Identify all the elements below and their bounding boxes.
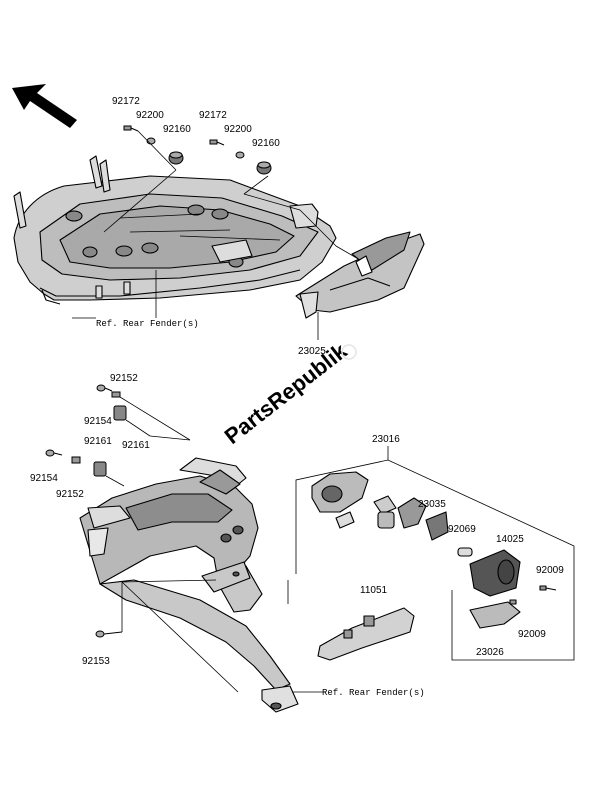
label-23035: 23035 [418, 499, 446, 510]
tail-light-frame [295, 446, 575, 661]
tail-cowl-23025 [295, 231, 425, 319]
ref-rear-fender-lower: Ref. Rear Fender(s) [322, 688, 425, 698]
bolt-92172-b [209, 139, 225, 146]
label-92160-b: 92160 [252, 138, 280, 149]
label-92161-a: 92161 [122, 440, 150, 451]
label-92152-a: 92152 [110, 373, 138, 384]
grommet-92160-a [168, 151, 184, 165]
label-14025: 14025 [496, 534, 524, 545]
label-92152-b: 92152 [56, 489, 84, 500]
label-92172-b: 92172 [199, 110, 227, 121]
label-92200-a: 92200 [136, 110, 164, 121]
watermark-text: PartsRepublik [220, 338, 353, 449]
label-92160-a: 92160 [163, 124, 191, 135]
grommet-92161-a [113, 405, 127, 421]
arrow-up-left-icon [12, 84, 77, 128]
label-23016: 23016 [372, 434, 400, 445]
label-92153: 92153 [82, 656, 110, 667]
bolt-92154-b [45, 449, 63, 457]
bolt-92172-a [123, 125, 139, 132]
ref-rear-fender-upper: Ref. Rear Fender(s) [96, 319, 199, 329]
label-92009-b: 92009 [518, 629, 546, 640]
collar-92152-a [96, 384, 113, 392]
fasteners-lower-left [45, 384, 127, 638]
seat-cowl-drawing [13, 155, 337, 305]
grommet-92161-b [93, 461, 107, 477]
label-92009-a: 92009 [536, 565, 564, 576]
leader-lines-lower-left [105, 396, 326, 693]
tail-light-parts [311, 471, 557, 629]
label-23025: 23025 [298, 346, 326, 357]
rear-fender-drawing [79, 457, 415, 713]
grommet-92160-b [256, 161, 272, 175]
label-23026: 23026 [476, 647, 504, 658]
label-92154-a: 92154 [84, 416, 112, 427]
label-92172-a: 92172 [112, 96, 140, 107]
label-11051: 11051 [360, 585, 388, 596]
label-92200-b: 92200 [224, 124, 252, 135]
fasteners-upper [123, 125, 272, 175]
watermark: PartsRepublik [220, 338, 357, 449]
bolt-92154-a [111, 391, 121, 398]
bolt-92153 [95, 630, 123, 638]
collar-92152-b [71, 456, 81, 464]
label-92161-b: 92161 [84, 436, 112, 447]
washer-92200-b [235, 151, 245, 159]
part-labels: 92172 92200 92160 92172 92200 92160 2302… [30, 96, 564, 667]
reference-labels: Ref. Rear Fender(s) Ref. Rear Fender(s) [96, 319, 425, 698]
label-92154-b: 92154 [30, 473, 58, 484]
label-92069: 92069 [448, 524, 476, 535]
leader-lines-upper [103, 130, 361, 340]
